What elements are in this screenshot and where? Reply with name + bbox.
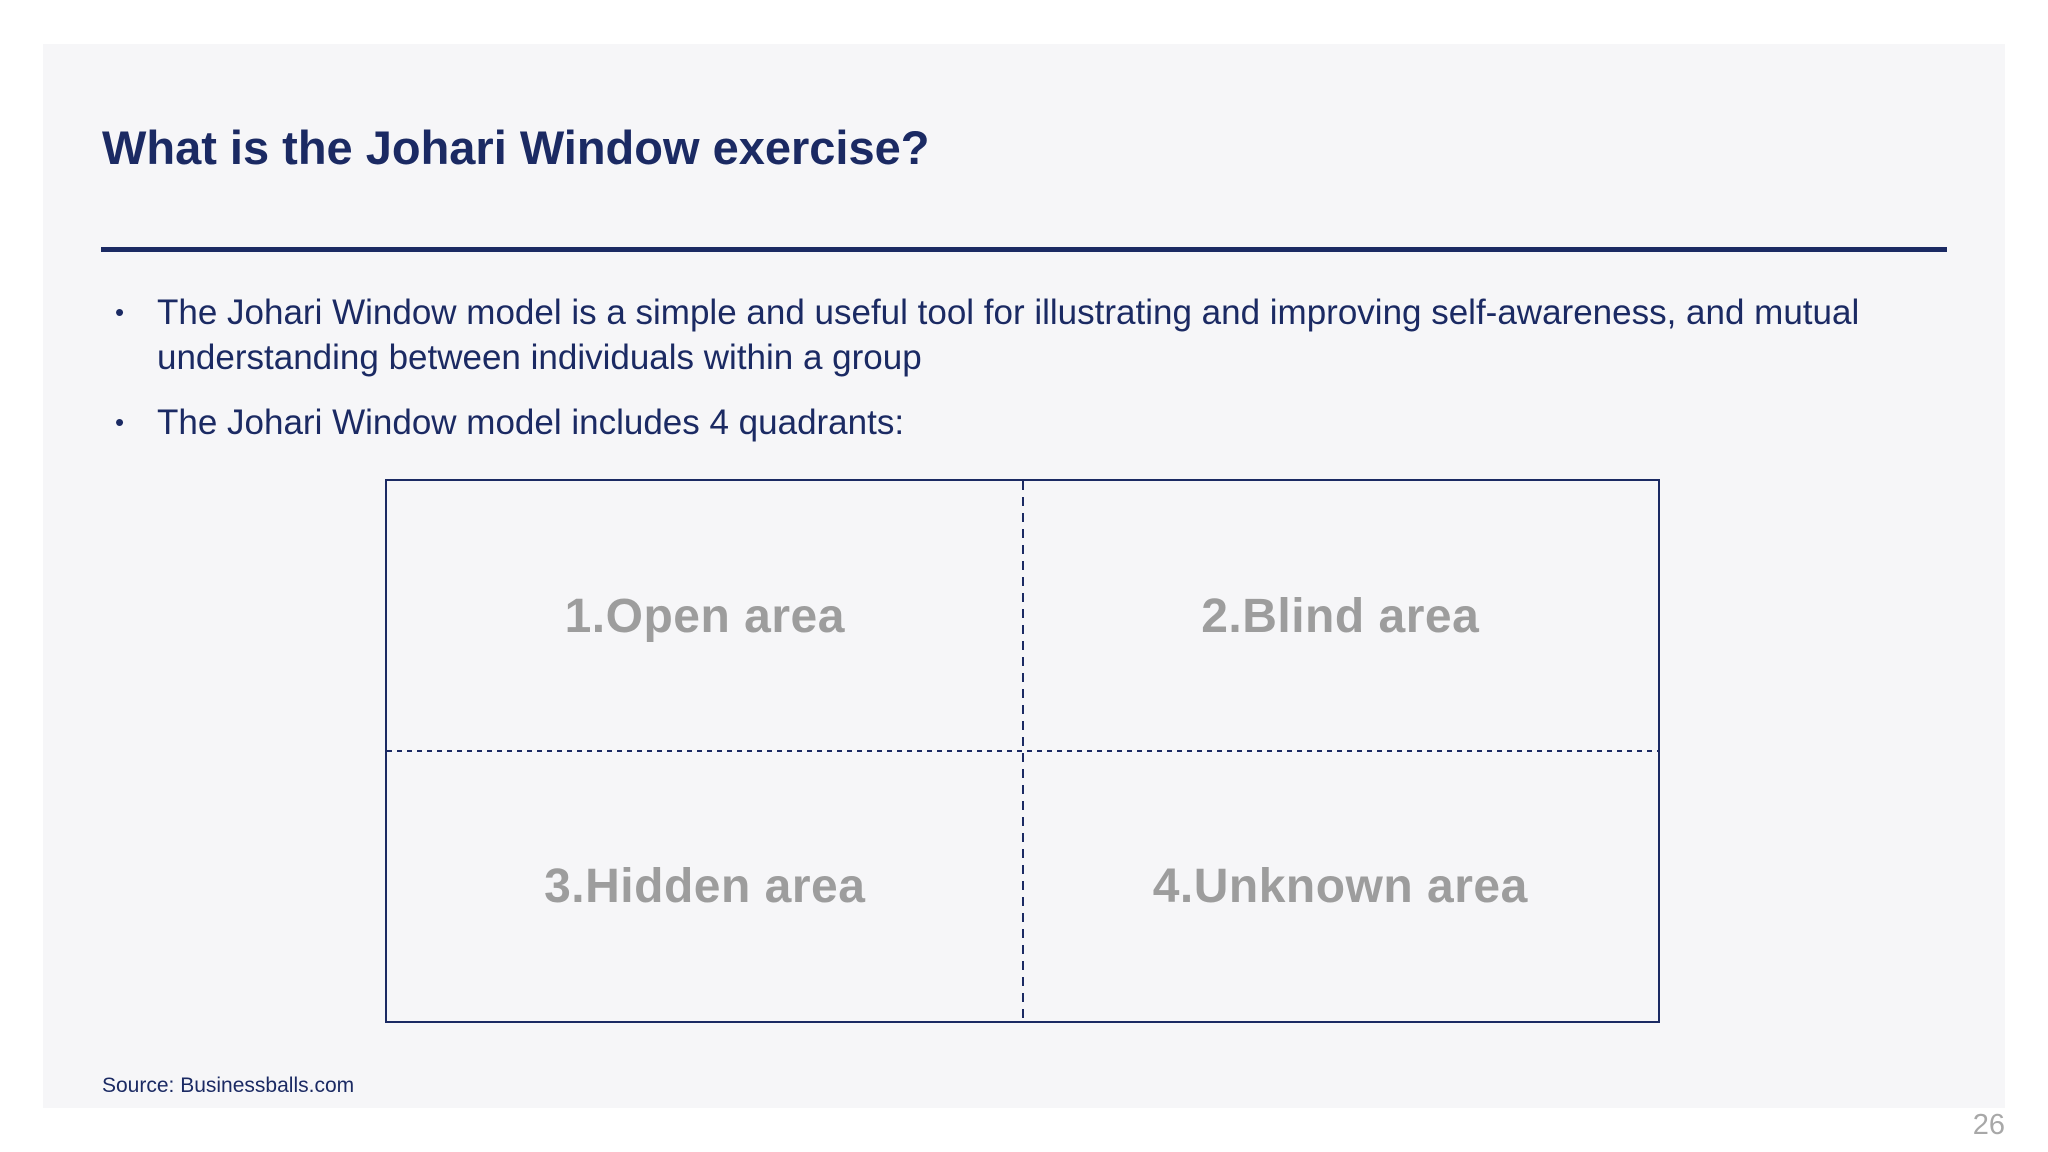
quadrant-unknown-area: 4.Unknown area <box>1023 751 1659 1021</box>
bullet-marker: • <box>115 297 125 327</box>
page-number: 26 <box>1972 1109 2005 1141</box>
bullet-item-2: • The Johari Window model includes 4 qua… <box>109 400 1931 445</box>
bullet-text-2: The Johari Window model includes 4 quadr… <box>157 403 905 442</box>
horizontal-dashed-divider <box>387 750 1658 752</box>
quadrant-label: 1.Open area <box>564 589 845 643</box>
source-note: Source: Businessballs.com <box>102 1074 355 1097</box>
quadrant-hidden-area: 3.Hidden area <box>387 751 1023 1021</box>
quadrant-label: 2.Blind area <box>1201 589 1480 643</box>
johari-window-diagram: 1.Open area 2.Blind area 3.Hidden area 4… <box>385 479 1660 1023</box>
quadrant-label: 3.Hidden area <box>544 859 866 913</box>
slide-title: What is the Johari Window exercise? <box>102 121 930 174</box>
slide: What is the Johari Window exercise? • Th… <box>43 44 2005 1108</box>
quadrant-open-area: 1.Open area <box>387 481 1023 751</box>
bullet-item-1: • The Johari Window model is a simple an… <box>109 290 1931 380</box>
title-divider-line <box>101 247 1947 252</box>
bullet-list: • The Johari Window model is a simple an… <box>109 290 1931 465</box>
quadrant-label: 4.Unknown area <box>1152 859 1528 913</box>
bullet-marker: • <box>115 407 125 437</box>
quadrant-blind-area: 2.Blind area <box>1023 481 1659 751</box>
bullet-text-1: The Johari Window model is a simple and … <box>157 293 1860 377</box>
